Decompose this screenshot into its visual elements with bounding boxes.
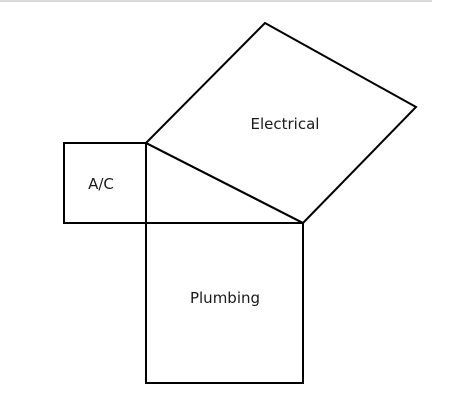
ac-square [63, 142, 147, 224]
plumbing-label: Plumbing [190, 289, 260, 307]
top-rule [0, 0, 432, 2]
plumbing-square [145, 222, 304, 384]
electrical-label: Electrical [251, 115, 320, 133]
triangle-hypotenuse [145, 142, 304, 224]
ac-label: A/C [88, 175, 114, 193]
